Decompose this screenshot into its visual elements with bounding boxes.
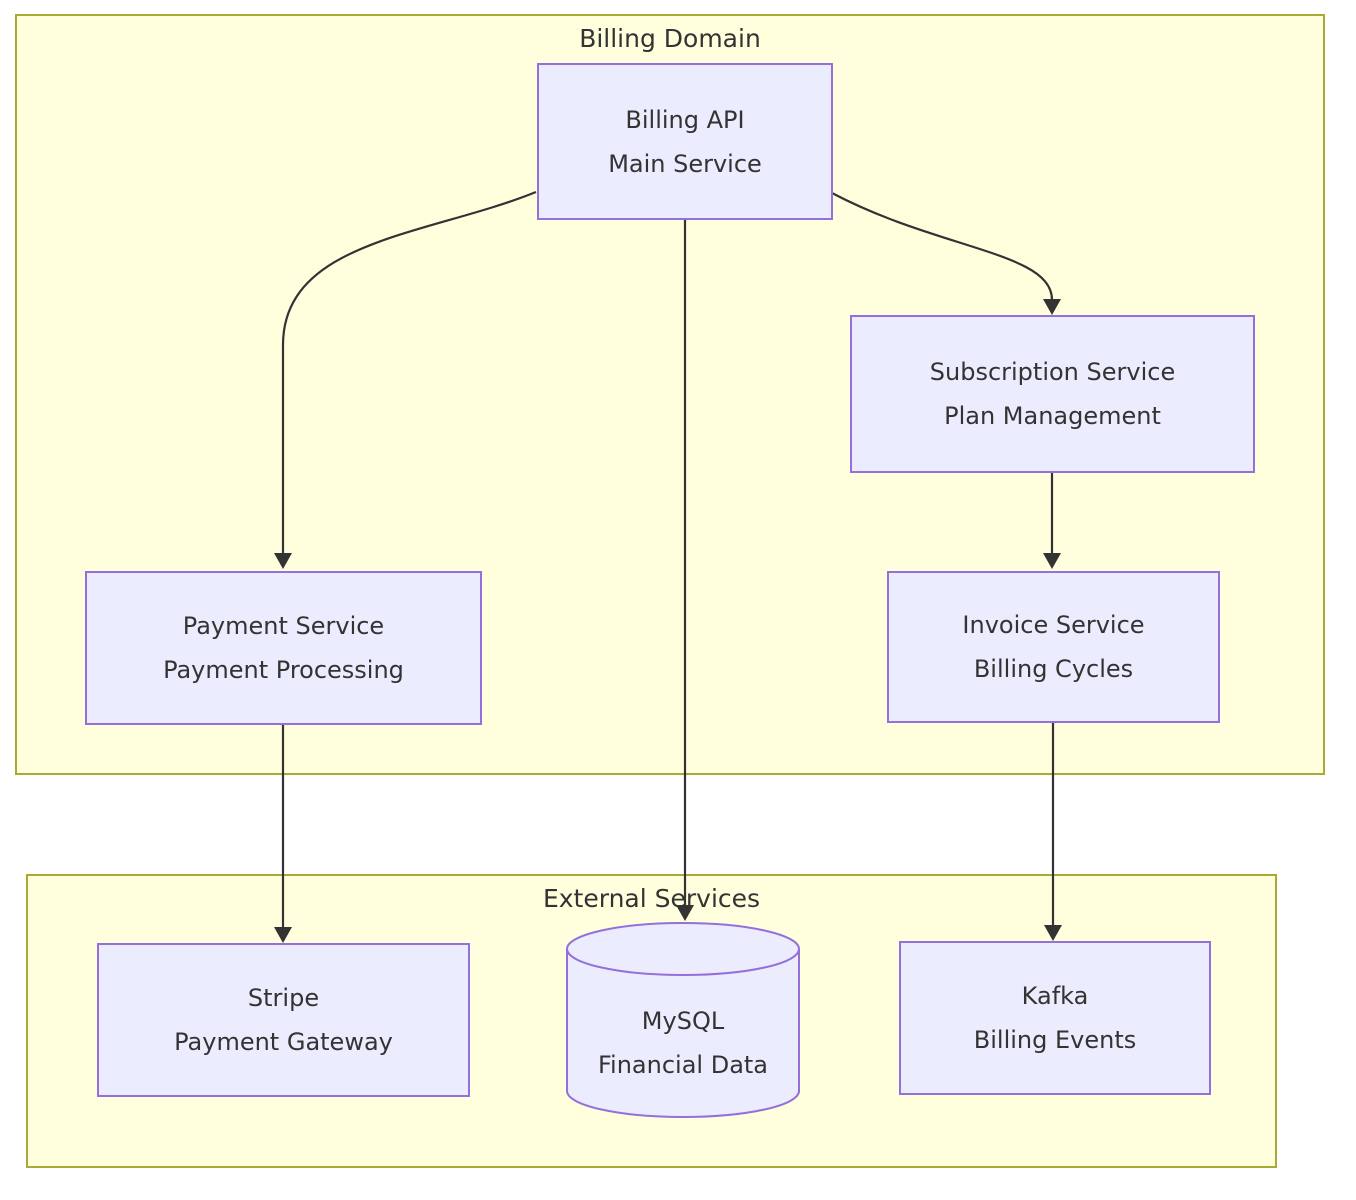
node-mysql-subtitle: Financial Data [597,1051,769,1079]
cluster-billing-domain-label: Billing Domain [579,24,761,53]
node-mysql-text: MySQL Financial Data [566,999,800,1087]
node-payment-service-title: Payment Service [182,612,385,640]
node-payment-service-subtitle: Payment Processing [163,656,404,684]
node-stripe-title: Stripe [247,984,320,1012]
node-kafka-title: Kafka [1021,982,1089,1010]
cluster-external-services-label: External Services [542,884,761,913]
node-subscription-service: Subscription Service Plan Management [850,315,1255,473]
node-invoice-service: Invoice Service Billing Cycles [887,571,1220,723]
node-invoice-service-title: Invoice Service [962,611,1145,639]
node-payment-service: Payment Service Payment Processing [85,571,482,725]
node-billing-api: Billing API Main Service [537,63,833,220]
database-cylinder-icon [566,922,800,1118]
node-kafka: Kafka Billing Events [899,941,1211,1095]
node-billing-api-subtitle: Main Service [608,149,762,178]
node-billing-api-title: Billing API [625,105,745,134]
node-stripe-subtitle: Payment Gateway [174,1028,393,1056]
node-subscription-service-subtitle: Plan Management [944,402,1161,430]
node-subscription-service-title: Subscription Service [929,358,1176,386]
node-stripe: Stripe Payment Gateway [97,943,470,1097]
node-kafka-subtitle: Billing Events [973,1026,1137,1054]
node-invoice-service-subtitle: Billing Cycles [973,655,1134,683]
node-mysql: MySQL Financial Data [566,922,800,1118]
node-mysql-title: MySQL [641,1007,725,1035]
